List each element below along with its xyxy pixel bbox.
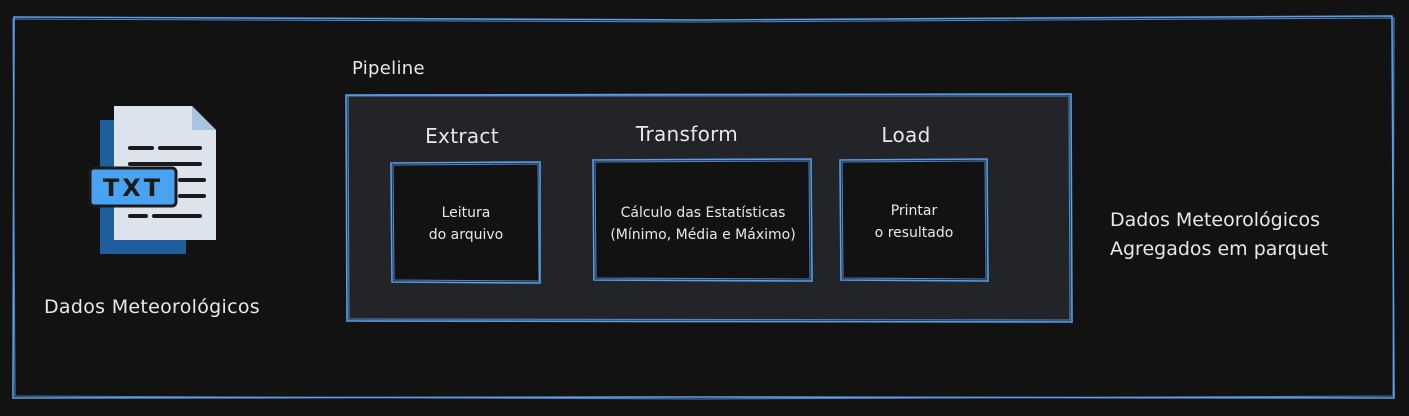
extract-title: Extract xyxy=(425,124,499,148)
output-label: Dados Meteorológicos Agregados em parque… xyxy=(1110,206,1328,264)
load-description: Printar o resultado xyxy=(842,200,986,244)
load-line-1: Printar xyxy=(890,203,938,219)
load-title: Load xyxy=(881,123,931,147)
transform-title: Transform xyxy=(635,122,739,146)
txt-file-icon: TXT xyxy=(88,106,216,254)
output-line-1: Dados Meteorológicos xyxy=(1110,209,1320,231)
source-label: Dados Meteorológicos xyxy=(44,296,260,318)
txt-icon-label: TXT xyxy=(103,174,163,202)
transform-description: Cálculo das Estatísticas (Mínimo, Média … xyxy=(595,202,811,246)
extract-description: Leitura do arquivo xyxy=(394,202,538,246)
extract-line-1: Leitura xyxy=(441,205,491,221)
extract-line-2: do arquivo xyxy=(428,227,504,243)
transform-line-2: (Mínimo, Média e Máximo) xyxy=(610,227,796,243)
load-line-2: o resultado xyxy=(874,225,954,241)
output-line-2: Agregados em parquet xyxy=(1110,238,1329,260)
transform-line-1: Cálculo das Estatísticas xyxy=(620,205,786,221)
pipeline-label: Pipeline xyxy=(352,58,425,79)
